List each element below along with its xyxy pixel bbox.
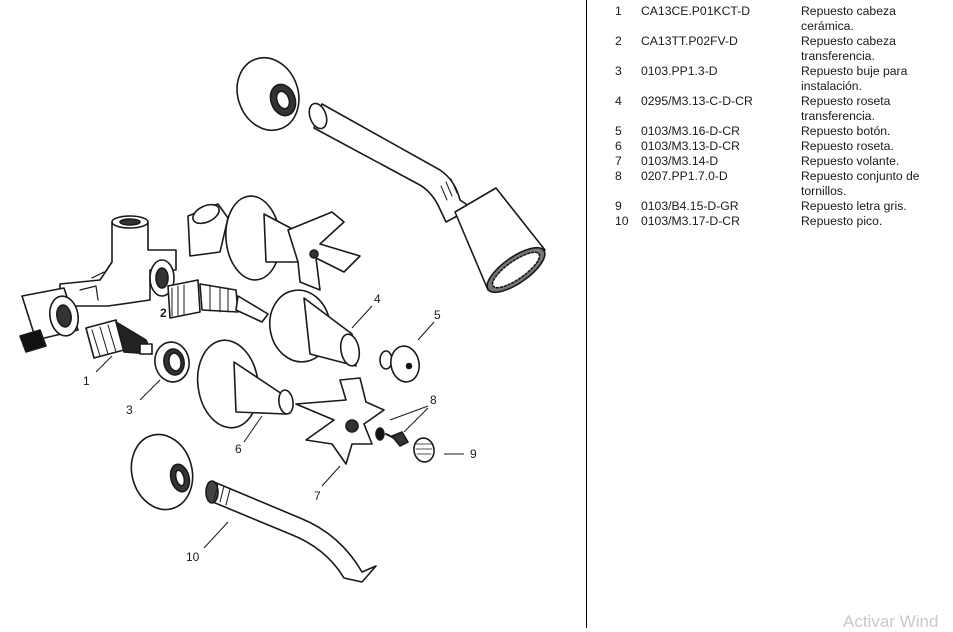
parts-row: 5 0103/M3.16-D-CR Repuesto botón. (605, 124, 945, 139)
part-number: 3 (615, 64, 622, 78)
part-code: 0207.PP1.7.0-D (641, 169, 728, 183)
parts-row: 3 0103.PP1.3-D Repuesto buje para instalac… (605, 64, 945, 94)
part-number: 7 (615, 154, 622, 168)
part-description: Repuesto pico. (801, 214, 883, 228)
panel-divider (586, 0, 587, 628)
parts-row: 1 CA13CE.P01KCT-D Repuesto cabeza cerámica… (605, 4, 945, 34)
part-number: 10 (615, 214, 629, 228)
part-description: Repuesto buje para instalación. (801, 64, 908, 93)
part-3-bushing (154, 341, 190, 383)
activation-watermark: Activar Wind (843, 612, 939, 631)
callout-2: 2 (160, 306, 167, 320)
part-code: 0103/M3.14-D (641, 154, 719, 168)
part-number: 1 (615, 4, 622, 18)
part-description: Repuesto cabeza transferencia. (801, 34, 896, 63)
part-description: Repuesto roseta transferencia. (801, 94, 891, 123)
part-2-transfer-head (167, 279, 269, 323)
part-10-spout (205, 480, 377, 583)
part-description: Repuesto botón. (801, 124, 891, 138)
parts-row: 9 0103/B4.15-D-GR Repuesto letra gris. (605, 199, 945, 214)
callout-4: 4 (374, 292, 381, 306)
part-9-letter-cap (413, 437, 435, 463)
lower-flange (130, 433, 194, 511)
part-description: Repuesto letra gris. (801, 199, 907, 213)
parts-row: 4 0295/M3.13-C-D-CR Repuesto roseta transf… (605, 94, 945, 124)
parts-row: 6 0103/M3.13-D-CR Repuesto roseta. (605, 139, 945, 154)
part-1-ceramic-head (85, 319, 153, 359)
callout-3: 3 (126, 403, 133, 417)
upper-rosette-handle (225, 195, 361, 291)
parts-row: 8 0207.PP1.7.0-D Repuesto conjunto de torn… (605, 169, 945, 199)
parts-row: 2 CA13TT.P02FV-D Repuesto cabeza transfere… (605, 34, 945, 64)
shower-arm (308, 102, 473, 223)
parts-row: 10 0103/M3.17-D-CR Repuesto pico. (605, 214, 945, 229)
part-code: 0295/M3.13-C-D-CR (641, 94, 753, 108)
part-code: 0103.PP1.3-D (641, 64, 718, 78)
part-description: Repuesto volante. (801, 154, 900, 168)
shower-head (454, 187, 546, 294)
leader-lines (95, 305, 464, 549)
part-6-rosette (196, 339, 294, 429)
part-description: Repuesto cabeza cerámica. (801, 4, 896, 33)
part-code: CA13TT.P02FV-D (641, 34, 738, 48)
parts-row: 7 0103/M3.14-D Repuesto volante. (605, 154, 945, 169)
callout-9: 9 (470, 447, 477, 461)
part-number: 2 (615, 34, 622, 48)
part-description: Repuesto roseta. (801, 139, 894, 153)
part-code: 0103/M3.13-D-CR (641, 139, 740, 153)
callout-6: 6 (235, 442, 242, 456)
callout-5: 5 (434, 308, 441, 322)
part-code: 0103/M3.16-D-CR (641, 124, 740, 138)
callout-7: 7 (314, 489, 321, 503)
callout-8: 8 (430, 393, 437, 407)
part-5-button (379, 345, 420, 383)
callout-1: 1 (83, 374, 90, 388)
part-7-cross-handle (295, 377, 385, 465)
part-number: 4 (615, 94, 622, 108)
part-description: Repuesto conjunto de tornillos. (801, 169, 920, 198)
part-code: 0103/B4.15-D-GR (641, 199, 739, 213)
part-number: 9 (615, 199, 622, 213)
part-number: 6 (615, 139, 622, 153)
part-8-screws (375, 427, 409, 447)
part-4-transfer-rosette (269, 289, 361, 367)
part-number: 8 (615, 169, 622, 183)
part-code: 0103/M3.17-D-CR (641, 214, 740, 228)
parts-list: 1 CA13CE.P01KCT-D Repuesto cabeza cerámica… (605, 4, 945, 229)
exploded-faucet-diagram: 1 2 3 4 5 6 7 8 9 10 (19, 56, 546, 583)
part-code: CA13CE.P01KCT-D (641, 4, 751, 18)
part-number: 5 (615, 124, 622, 138)
callout-10: 10 (186, 550, 200, 564)
shower-flange (236, 56, 300, 132)
